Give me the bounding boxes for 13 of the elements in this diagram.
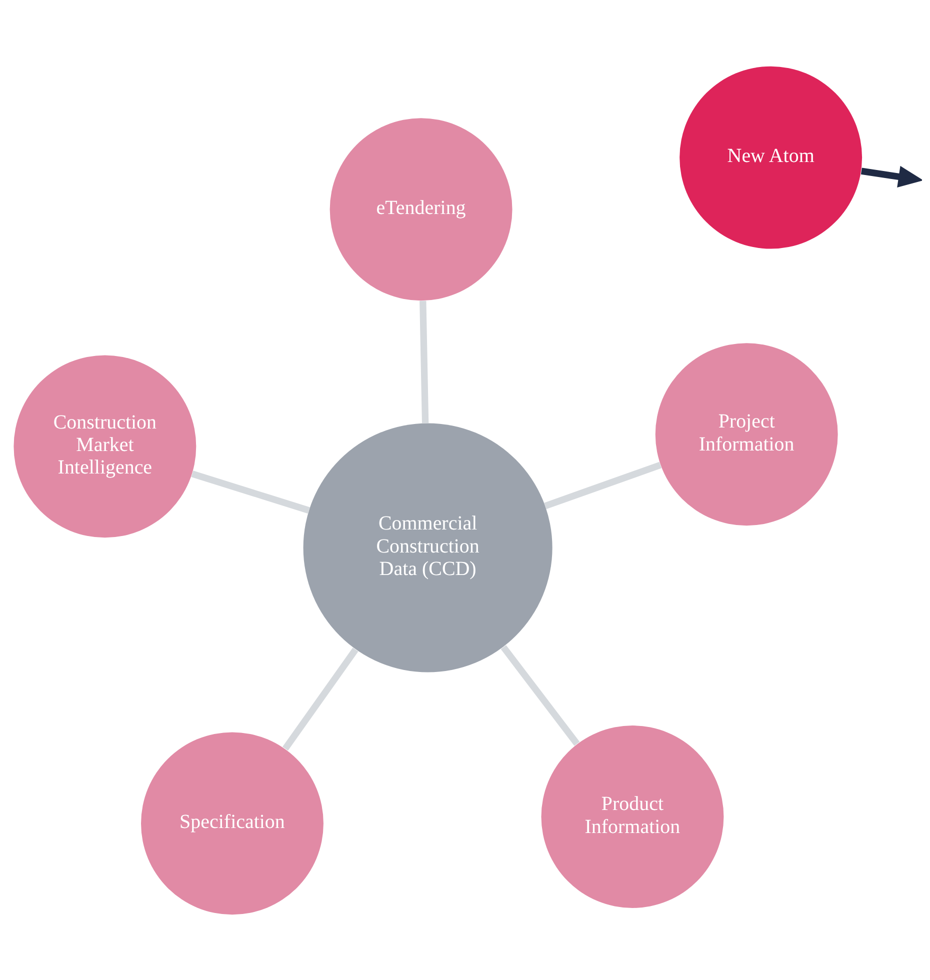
node-circle: Commercial Construction Data (CCD) [303,422,552,672]
connector [191,470,310,514]
connector [500,644,580,746]
connector [544,461,662,509]
node-circle: New Atom [680,66,862,248]
node-circle: Specification [141,732,324,914]
connector [282,647,358,750]
node-circle: Product Information [541,725,724,908]
node-circle: eTendering [330,118,512,300]
node-circle: Project Information [655,342,838,526]
arrow [860,165,922,187]
connector [420,300,429,423]
node-circle: Construction Market Intelligence [14,354,196,538]
